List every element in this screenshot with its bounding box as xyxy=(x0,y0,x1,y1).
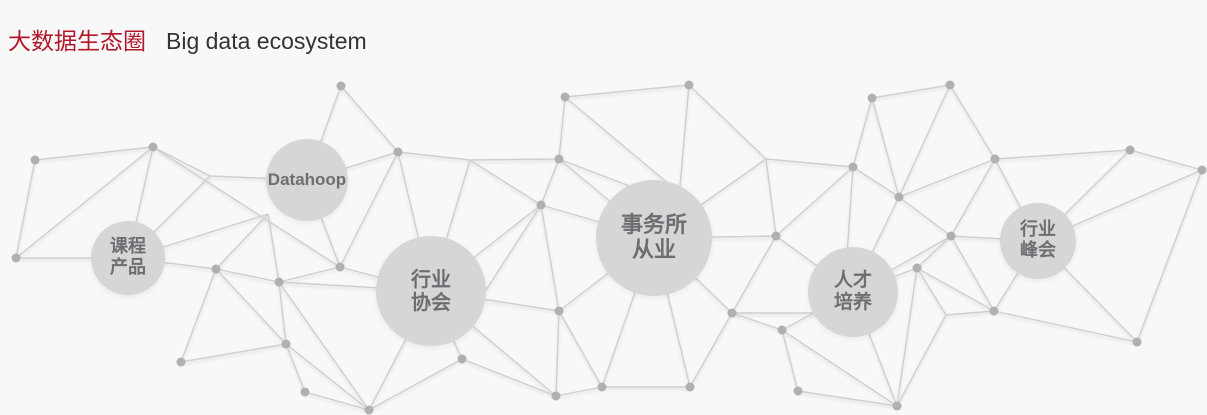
hub-label: Datahoop xyxy=(267,170,347,190)
section-title-en: Big data ecosystem xyxy=(166,28,367,54)
hub-label: 行业 协会 xyxy=(411,267,451,314)
hub-industry-summit[interactable]: 行业 峰会 xyxy=(1000,203,1076,279)
hub-label: 行业 峰会 xyxy=(1020,219,1056,261)
section-header: 大数据生态圈 Big data ecosystem xyxy=(8,22,367,56)
hub-talent-training[interactable]: 人才 培养 xyxy=(808,247,898,337)
hub-label: 事务所 从业 xyxy=(620,212,687,263)
hub-datahoop[interactable]: Datahoop xyxy=(266,139,348,221)
hub-firm-practice[interactable]: 事务所 从业 xyxy=(596,180,712,296)
hub-label: 课程 产品 xyxy=(110,236,146,278)
network-nodes xyxy=(11,80,1207,415)
hub-label: 人才 培养 xyxy=(833,269,872,313)
hub-industry-association[interactable]: 行业 协会 xyxy=(376,236,486,346)
hub-course-products[interactable]: 课程 产品 xyxy=(91,221,165,295)
section-title-cn: 大数据生态圈 xyxy=(8,29,146,55)
